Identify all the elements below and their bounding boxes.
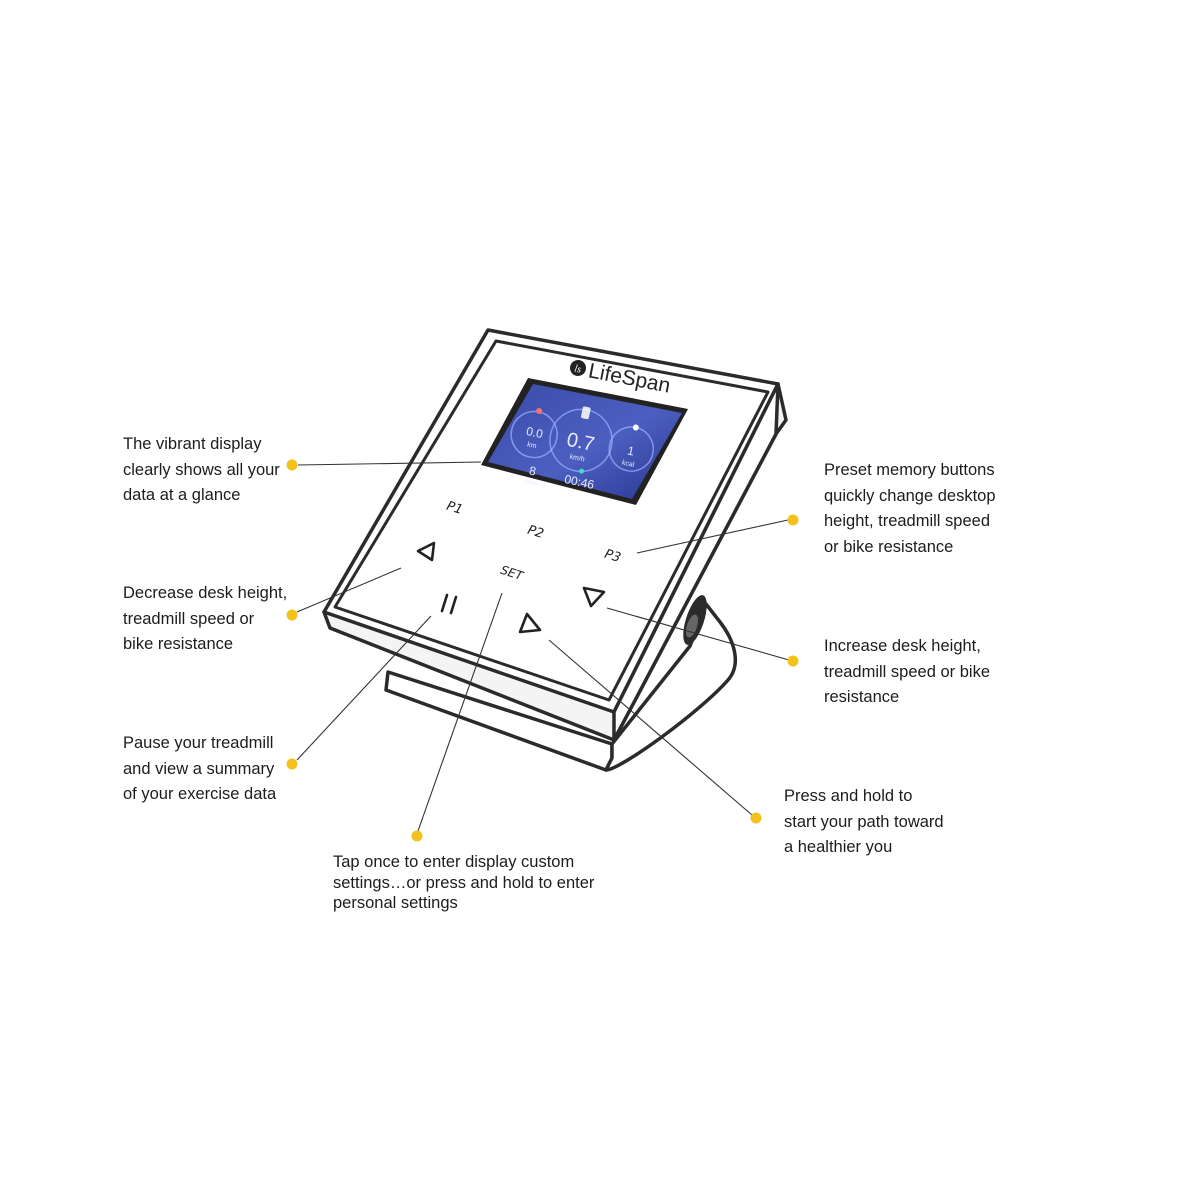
- leader-start: [548, 639, 753, 816]
- arrow-down-icon: [582, 586, 606, 608]
- steps-unit: steps: [522, 478, 537, 487]
- p2-label: P2: [526, 523, 546, 542]
- decrease-button[interactable]: [416, 541, 436, 562]
- leader-decrease: [296, 567, 402, 613]
- increase-button[interactable]: [582, 586, 606, 608]
- leader-lines: [296, 461, 790, 832]
- leader-display: [297, 461, 482, 466]
- callout-set-line: Tap once to enter display custom: [333, 853, 575, 871]
- callout-pause-line: Pause your treadmill: [123, 734, 274, 752]
- calories-unit: kcal: [621, 459, 635, 469]
- callout-set-line: personal settings: [333, 894, 458, 912]
- dot-display: [286, 459, 298, 471]
- arrow-left-icon: [416, 541, 436, 562]
- callout-display-line: data at a glance: [123, 486, 241, 504]
- start-button[interactable]: [518, 612, 542, 634]
- button-p3[interactable]: P3: [603, 547, 623, 566]
- callout-decrease: Decrease desk height, treadmill speed or…: [123, 581, 287, 658]
- callout-preset-line: height, treadmill speed: [824, 512, 991, 530]
- leader-preset: [636, 519, 789, 554]
- callout-decrease-line: bike resistance: [123, 635, 234, 653]
- pause-icon-bar: [449, 595, 458, 615]
- callout-set: Tap once to enter display custom setting…: [333, 852, 594, 914]
- leader-pause: [296, 615, 432, 761]
- dot-start: [750, 812, 762, 824]
- callout-preset: Preset memory buttons quickly change des…: [824, 458, 996, 560]
- pause-icon: [440, 593, 449, 613]
- callout-start: Press and hold to start your path toward…: [784, 784, 944, 861]
- distance-unit: km: [526, 441, 537, 450]
- callout-display: The vibrant display clearly shows all yo…: [123, 432, 280, 509]
- button-p1[interactable]: P1: [445, 499, 465, 518]
- button-p2[interactable]: P2: [526, 523, 546, 542]
- callout-increase-line: resistance: [824, 688, 900, 706]
- callout-display-line: clearly shows all your: [123, 460, 280, 479]
- logo-mark: ls: [573, 363, 582, 375]
- dot-increase: [787, 655, 799, 667]
- callout-decrease-line: treadmill speed or: [123, 609, 255, 628]
- steps-value: 8: [528, 463, 538, 478]
- distance-value: 0.0: [525, 424, 545, 441]
- leader-set: [417, 592, 503, 832]
- callout-increase-line: Increase desk height,: [824, 637, 981, 655]
- callout-decrease-line: Decrease desk height,: [123, 584, 288, 602]
- console-body: [322, 328, 788, 742]
- callout-preset-line: Preset memory buttons: [824, 461, 995, 479]
- display-screen: 0.0 km 0.7 km/h 1 kcal 8 steps 00:46: [481, 378, 688, 505]
- console-stand: [384, 602, 738, 772]
- dot-set: [411, 830, 423, 842]
- p3-label: P3: [603, 547, 623, 566]
- callout-start-line: start your path toward: [784, 812, 944, 831]
- pause-button[interactable]: [440, 593, 458, 615]
- callout-pause-line: and view a summary: [123, 759, 275, 778]
- callout-set-line: settings…or press and hold to enter: [333, 873, 595, 892]
- leader-increase: [606, 607, 790, 661]
- play-icon: [518, 612, 542, 634]
- callout-dots: [286, 459, 799, 842]
- callout-pause: Pause your treadmill and view a summary …: [123, 731, 276, 808]
- calories-value: 1: [626, 443, 636, 458]
- p1-label: P1: [445, 499, 465, 518]
- callout-increase-line: treadmill speed or bike: [824, 662, 990, 681]
- callout-increase: Increase desk height, treadmill speed or…: [824, 634, 990, 711]
- callout-start-line: a healthier you: [784, 838, 893, 856]
- callout-display-line: The vibrant display: [123, 435, 262, 453]
- dot-decrease: [286, 609, 298, 621]
- callout-start-line: Press and hold to: [784, 787, 913, 805]
- callout-preset-line: or bike resistance: [824, 537, 954, 556]
- dot-preset: [787, 514, 799, 526]
- callout-preset-line: quickly change desktop: [824, 486, 996, 505]
- time-value: 00:46: [563, 472, 596, 492]
- dot-pause: [286, 758, 298, 770]
- callout-pause-line: of your exercise data: [123, 785, 277, 803]
- speed-unit: km/h: [569, 453, 585, 463]
